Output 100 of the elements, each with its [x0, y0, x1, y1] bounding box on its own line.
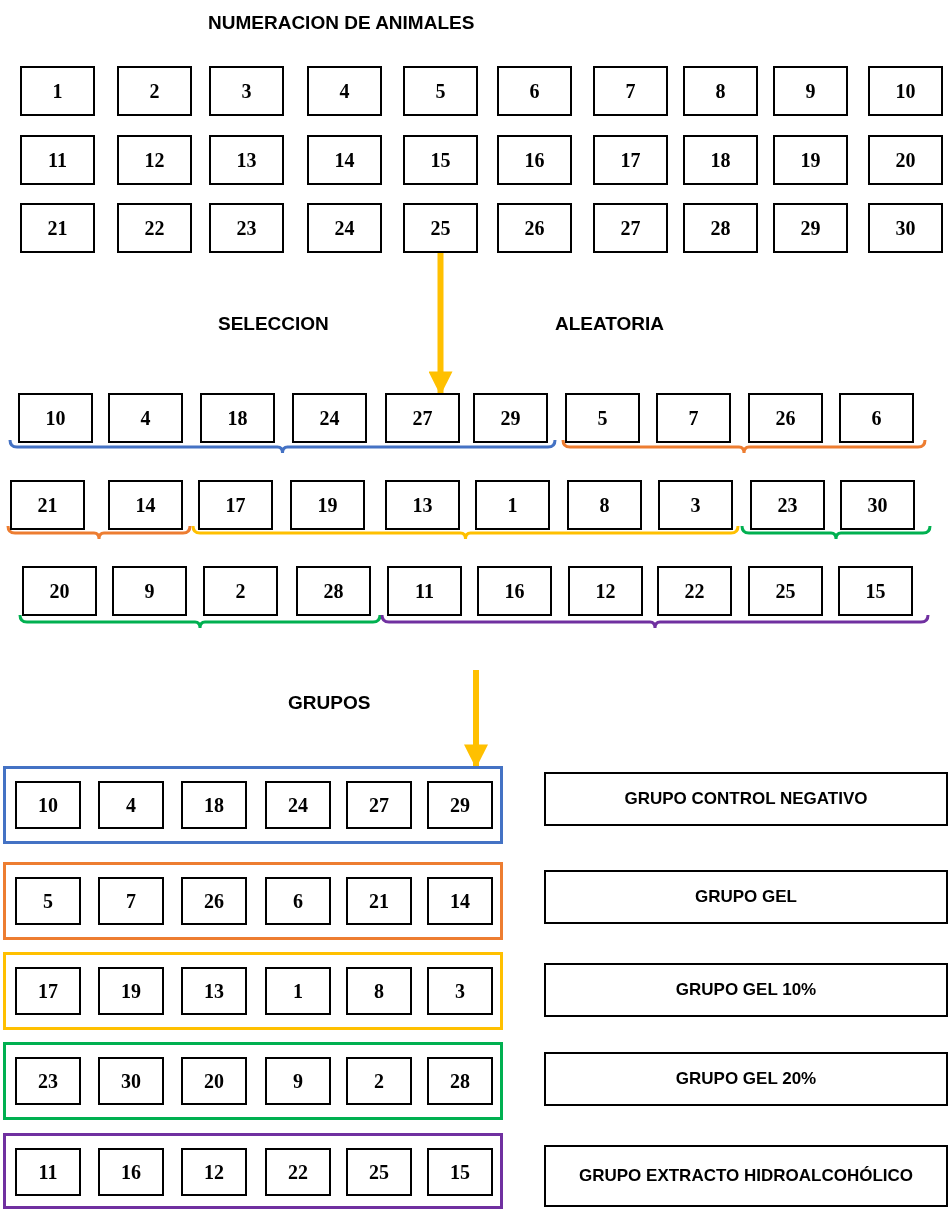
number-box: 23: [15, 1057, 81, 1105]
group-label-box: GRUPO GEL 20%: [544, 1052, 948, 1106]
group-label-box: GRUPO GEL 10%: [544, 963, 948, 1017]
number-box: 1: [20, 66, 95, 116]
number-box: 22: [265, 1148, 331, 1196]
number-box: 4: [98, 781, 164, 829]
number-box: 16: [477, 566, 552, 616]
number-box: 30: [868, 203, 943, 253]
number-box: 17: [593, 135, 668, 185]
number-box: 19: [290, 480, 365, 530]
number-box: 11: [20, 135, 95, 185]
group-label-box: GRUPO EXTRACTO HIDROALCOHÓLICO: [544, 1145, 948, 1207]
number-box: 6: [839, 393, 914, 443]
number-box: 20: [22, 566, 97, 616]
number-box: 7: [593, 66, 668, 116]
arrow: [428, 253, 453, 396]
number-box: 30: [98, 1057, 164, 1105]
number-box: 22: [657, 566, 732, 616]
number-box: 2: [346, 1057, 412, 1105]
number-box: 12: [117, 135, 192, 185]
number-box: 30: [840, 480, 915, 530]
title: NUMERACION DE ANIMALES: [208, 12, 475, 34]
number-box: 13: [209, 135, 284, 185]
number-box: 17: [15, 967, 81, 1015]
number-box: 18: [200, 393, 275, 443]
number-box: 3: [658, 480, 733, 530]
group-label-box: GRUPO GEL: [544, 870, 948, 924]
group-box: [3, 952, 503, 1030]
number-box: 6: [265, 877, 331, 925]
number-box: 9: [112, 566, 187, 616]
group-box: [3, 1042, 503, 1120]
number-box: 14: [427, 877, 493, 925]
number-box: 16: [497, 135, 572, 185]
group-label-box: GRUPO CONTROL NEGATIVO: [544, 772, 948, 826]
number-box: 21: [10, 480, 85, 530]
number-box: 14: [108, 480, 183, 530]
number-box: 15: [838, 566, 913, 616]
number-box: 1: [265, 967, 331, 1015]
number-box: 10: [868, 66, 943, 116]
stage-label: SELECCION: [218, 313, 329, 335]
number-box: 4: [307, 66, 382, 116]
group-box: [3, 862, 503, 940]
number-box: 8: [567, 480, 642, 530]
number-box: 15: [403, 135, 478, 185]
number-box: 28: [683, 203, 758, 253]
number-box: 26: [748, 393, 823, 443]
number-box: 28: [296, 566, 371, 616]
number-box: 18: [181, 781, 247, 829]
number-box: 22: [117, 203, 192, 253]
number-box: 29: [427, 781, 493, 829]
number-box: 7: [656, 393, 731, 443]
number-box: 12: [181, 1148, 247, 1196]
number-box: 21: [346, 877, 412, 925]
number-box: 10: [18, 393, 93, 443]
number-box: 28: [427, 1057, 493, 1105]
number-box: 2: [203, 566, 278, 616]
number-box: 4: [108, 393, 183, 443]
number-box: 13: [385, 480, 460, 530]
number-box: 9: [773, 66, 848, 116]
stage-label: GRUPOS: [288, 692, 371, 714]
arrow: [464, 670, 488, 769]
number-box: 24: [292, 393, 367, 443]
number-box: 3: [427, 967, 493, 1015]
number-box: 5: [403, 66, 478, 116]
number-box: 26: [181, 877, 247, 925]
number-box: 27: [346, 781, 412, 829]
number-box: 18: [683, 135, 758, 185]
number-box: 26: [497, 203, 572, 253]
number-box: 20: [181, 1057, 247, 1105]
number-box: 25: [346, 1148, 412, 1196]
number-box: 24: [307, 203, 382, 253]
number-box: 11: [387, 566, 462, 616]
number-box: 21: [20, 203, 95, 253]
number-box: 1: [475, 480, 550, 530]
number-box: 6: [497, 66, 572, 116]
number-box: 29: [473, 393, 548, 443]
number-box: 20: [868, 135, 943, 185]
number-box: 8: [683, 66, 758, 116]
number-box: 5: [565, 393, 640, 443]
number-box: 27: [593, 203, 668, 253]
number-box: 13: [181, 967, 247, 1015]
number-box: 16: [98, 1148, 164, 1196]
number-box: 24: [265, 781, 331, 829]
number-box: 25: [403, 203, 478, 253]
number-box: 2: [117, 66, 192, 116]
number-box: 15: [427, 1148, 493, 1196]
number-box: 23: [209, 203, 284, 253]
number-box: 23: [750, 480, 825, 530]
number-box: 25: [748, 566, 823, 616]
number-box: 3: [209, 66, 284, 116]
number-box: 9: [265, 1057, 331, 1105]
number-box: 17: [198, 480, 273, 530]
number-box: 19: [98, 967, 164, 1015]
stage-label: ALEATORIA: [555, 313, 665, 335]
group-box: [3, 1133, 503, 1209]
number-box: 19: [773, 135, 848, 185]
number-box: 7: [98, 877, 164, 925]
group-box: [3, 766, 503, 844]
number-box: 11: [15, 1148, 81, 1196]
number-box: 29: [773, 203, 848, 253]
